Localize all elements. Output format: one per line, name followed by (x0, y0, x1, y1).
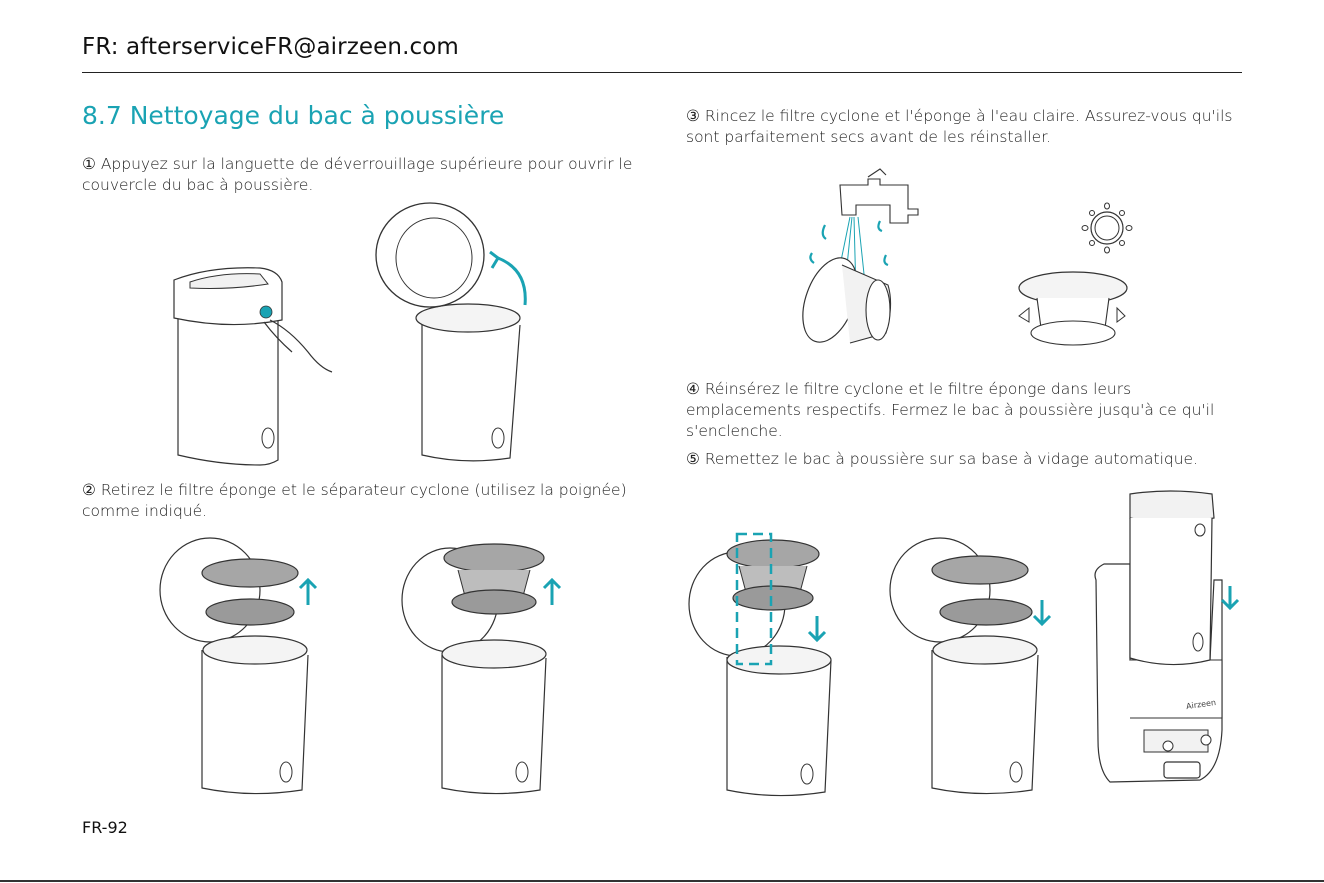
sponge-filter-removal-illustration (150, 530, 340, 800)
step-4-text: ④ Réinsérez le filtre cyclone et le filt… (686, 380, 1215, 440)
reinsert-cyclone-filter-illustration (685, 532, 865, 802)
step-2-text: ② Retirez le filtre éponge et le séparat… (82, 481, 627, 520)
page-number: FR-92 (82, 818, 128, 837)
open-dust-bin-illustration (370, 200, 540, 470)
cyclone-separator-removal-illustration (400, 530, 580, 800)
step-5-text: ⑤ Remettez le bac à poussière sur sa bas… (686, 450, 1199, 468)
rinsing-filter-illustration (790, 165, 930, 365)
section-title: 8.7 Nettoyage du bac à poussière (82, 101, 505, 130)
contact-header: FR: afterserviceFR@airzeen.com (82, 34, 459, 60)
bin-on-base-illustration (1090, 490, 1250, 790)
closed-dust-bin-illustration (160, 260, 340, 470)
header-divider (82, 72, 1242, 73)
step-3-text: ③ Rincez le filtre cyclone et l'éponge à… (686, 107, 1233, 146)
drying-filter-illustration (1015, 198, 1155, 358)
page-bottom-border (0, 880, 1324, 882)
reinsert-sponge-filter-illustration (880, 530, 1070, 800)
step-1-text: ① Appuyez sur la languette de déverrouil… (82, 155, 633, 194)
